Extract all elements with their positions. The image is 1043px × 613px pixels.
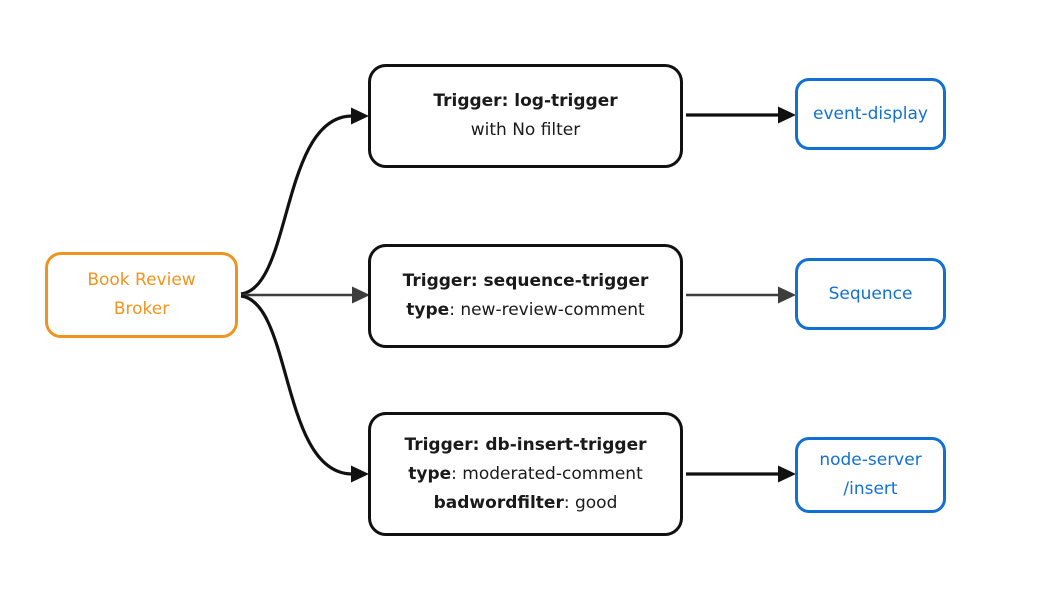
trigger-title: Trigger: sequence-trigger <box>402 271 649 291</box>
arrowhead-node-server <box>778 465 796 483</box>
attr-key: type <box>408 463 452 484</box>
attr-value: : good <box>563 492 618 513</box>
attr-key: type <box>406 300 450 320</box>
trigger-attr-line: with No filter <box>471 116 581 145</box>
trigger-attr-line: type: moderated-comment <box>408 460 643 489</box>
trigger-title: Trigger: db-insert-trigger <box>404 434 647 455</box>
sink-node-sequence: Sequence <box>795 258 946 330</box>
sink-label-line: /insert <box>843 479 898 499</box>
attr-value: with No filter <box>470 120 581 140</box>
sink-node-node-server-insert: node-server /insert <box>795 437 946 513</box>
arrowhead-log-trigger <box>351 107 369 125</box>
broker-label: Book Review Broker <box>87 270 196 319</box>
sink-label: Sequence <box>828 283 913 304</box>
trigger-node-sequence-trigger: Trigger: sequence-trigger type: new-revi… <box>368 244 683 348</box>
attr-value: : moderated-comment <box>451 463 643 484</box>
sink-node-event-display: event-display <box>795 78 946 150</box>
arrowhead-db-insert-trigger <box>351 465 369 483</box>
sink-label: event-display <box>813 103 928 124</box>
trigger-title: Trigger: log-trigger <box>433 91 618 111</box>
trigger-node-db-insert-trigger: Trigger: db-insert-trigger type: moderat… <box>368 412 683 536</box>
trigger-attr-line: type: new-review-comment <box>406 296 644 325</box>
arrowhead-sequence <box>778 286 796 304</box>
edge-broker-to-db-insert-trigger <box>240 294 352 476</box>
arrowhead-event-display <box>778 106 796 124</box>
sink-label-line: node-server <box>819 450 922 470</box>
arrowhead-sequence-trigger <box>352 286 370 304</box>
attr-value: : new-review-comment <box>449 300 645 320</box>
trigger-node-log-trigger: Trigger: log-trigger with No filter <box>368 64 683 168</box>
trigger-attr-line: badwordfilter: good <box>434 489 618 518</box>
attr-key: badwordfilter <box>433 492 564 513</box>
broker-node: Book Review Broker <box>45 252 238 338</box>
edge-broker-to-log-trigger <box>240 114 352 296</box>
